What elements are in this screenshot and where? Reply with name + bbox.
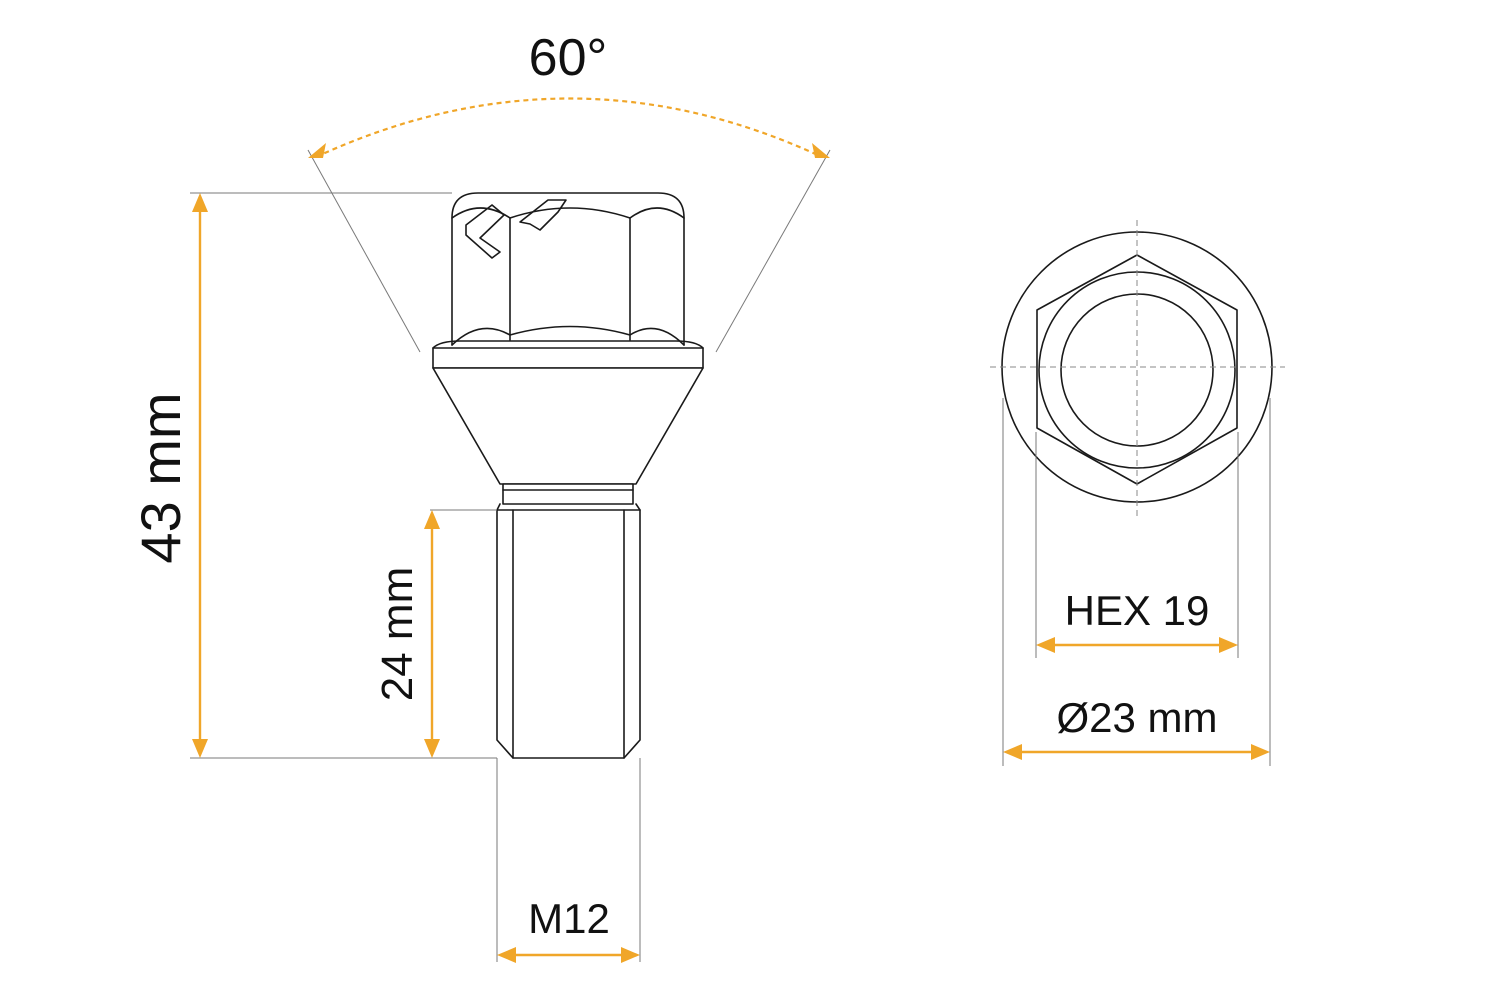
bolt-flange [432,347,704,369]
arrowhead [308,143,326,158]
bolt-head-outline [451,192,685,346]
arrowhead [497,947,516,963]
arrowhead [424,510,440,529]
bolt-head-top-edge [451,207,685,219]
bolt-side-view [432,192,704,759]
arrowhead [192,739,208,758]
arrowhead [424,739,440,758]
arrowhead [812,143,830,158]
extension-lines [190,149,831,962]
angle-label: 60° [529,29,608,87]
dimension-lines [192,97,1270,963]
bolt-flange-round [432,340,704,349]
hex-size-label: HEX 19 [1065,587,1210,634]
head-notch [519,199,567,231]
arrowhead [1003,744,1022,760]
bolt-thread-shank [496,509,641,759]
thread-length-label: 24 mm [373,567,422,701]
top-view-extension-lines [1002,398,1271,766]
angle-dimension-arc [315,97,823,158]
total-length-label: 43 mm [129,392,192,563]
hex-outline [1036,254,1238,485]
arrowhead [1251,744,1270,760]
arrowhead [1219,637,1238,653]
arrowhead [1036,637,1055,653]
bolt-neck [502,483,634,505]
bolt-cone-seat [432,367,704,485]
bolt-top-view [990,220,1285,518]
diameter-label: Ø23 mm [1056,694,1217,741]
arrowhead [192,193,208,212]
bolt-head-bottom-edge [451,325,685,346]
head-notch [465,204,505,259]
arrowhead [621,947,640,963]
thread-size-label: M12 [528,895,610,942]
